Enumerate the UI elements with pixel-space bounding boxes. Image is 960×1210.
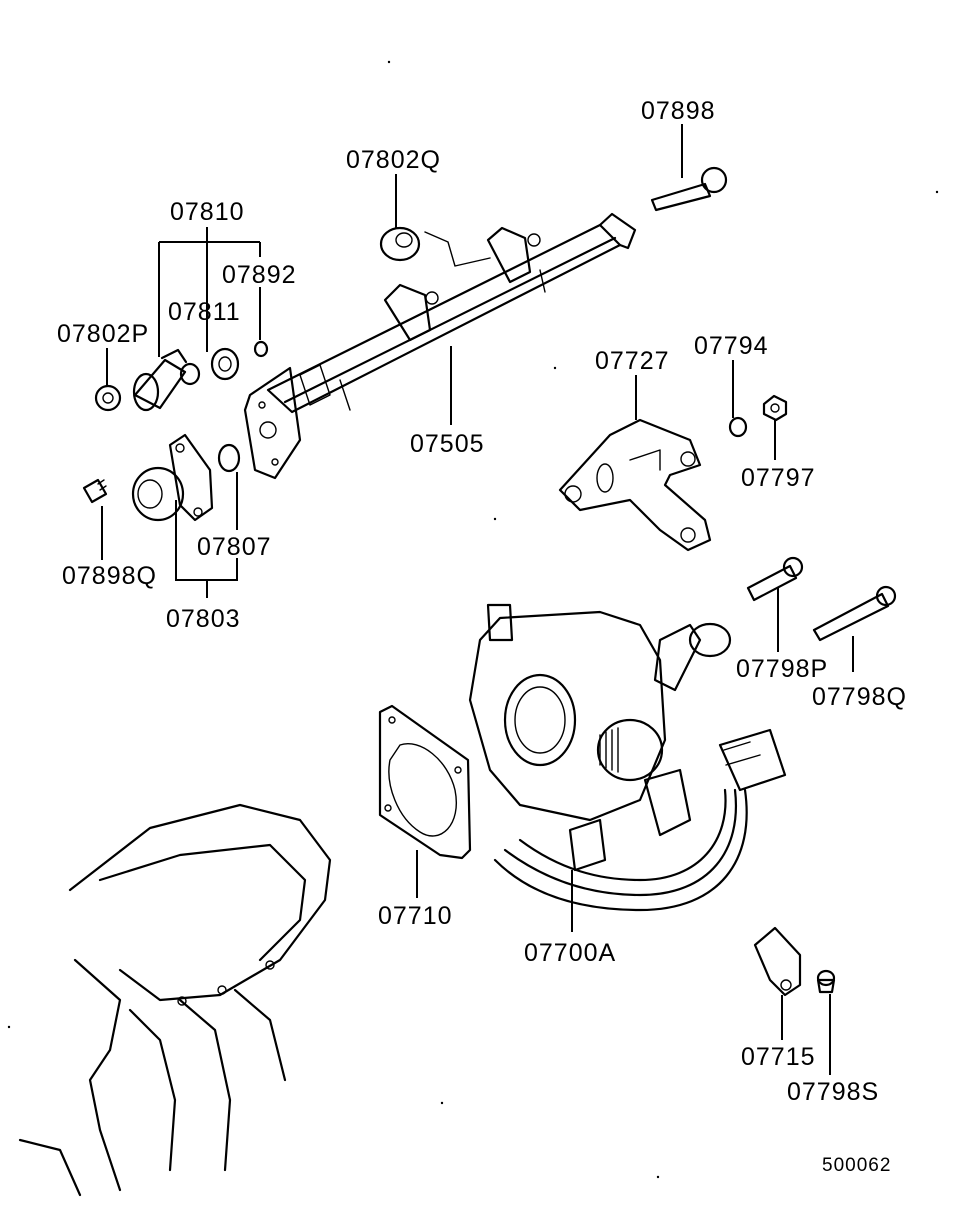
bolt-07898Q bbox=[82, 478, 108, 504]
part-label-07898: 07898 bbox=[641, 97, 716, 125]
part-label-07811: 07811 bbox=[168, 298, 241, 326]
fuel-rail-07505 bbox=[243, 212, 637, 480]
drawing-number: 500062 bbox=[822, 1155, 892, 1176]
leader-lines bbox=[101, 124, 854, 1075]
part-label-07802P: 07802P bbox=[57, 320, 150, 348]
connector-line bbox=[424, 231, 491, 267]
oring-07811 bbox=[210, 347, 240, 381]
nut-07797 bbox=[762, 394, 788, 422]
bolt-07798P bbox=[746, 556, 804, 602]
spacer-07802Q bbox=[379, 226, 421, 262]
part-label-07803: 07803 bbox=[166, 605, 241, 633]
seal-07802P bbox=[94, 384, 122, 412]
part-label-07794: 07794 bbox=[694, 332, 769, 360]
part-label-07797: 07797 bbox=[741, 464, 816, 492]
part-label-07798S: 07798S bbox=[787, 1078, 880, 1106]
injector-07810 bbox=[132, 348, 201, 412]
gasket-07710 bbox=[378, 704, 472, 860]
oring-07892 bbox=[253, 340, 269, 358]
part-label-07715: 07715 bbox=[741, 1043, 816, 1071]
part-label-07810: 07810 bbox=[170, 198, 245, 226]
part-label-07898Q: 07898Q bbox=[62, 562, 157, 590]
bolt-07898 bbox=[650, 166, 728, 212]
part-label-07892: 07892 bbox=[222, 261, 297, 289]
throttle-body-07700A bbox=[468, 603, 787, 912]
part-label-07727: 07727 bbox=[595, 347, 670, 375]
regulator-07803 bbox=[131, 433, 214, 522]
scan-specks bbox=[7, 60, 939, 1179]
part-label-07700A: 07700A bbox=[524, 939, 617, 967]
bracket-07727 bbox=[558, 418, 712, 552]
part-label-07710: 07710 bbox=[378, 902, 453, 930]
bolt-07798S bbox=[816, 969, 836, 994]
part-label-07807: 07807 bbox=[197, 533, 272, 561]
nut-07794 bbox=[728, 416, 748, 438]
intake-manifold bbox=[18, 803, 332, 1197]
clamp-07715 bbox=[753, 926, 802, 997]
oring-07807 bbox=[217, 443, 241, 473]
bolt-07798Q bbox=[812, 585, 897, 642]
part-label-07505: 07505 bbox=[410, 430, 485, 458]
part-label-07802Q: 07802Q bbox=[346, 146, 441, 174]
part-label-07798P: 07798P bbox=[736, 655, 829, 683]
part-label-07798Q: 07798Q bbox=[812, 683, 907, 711]
